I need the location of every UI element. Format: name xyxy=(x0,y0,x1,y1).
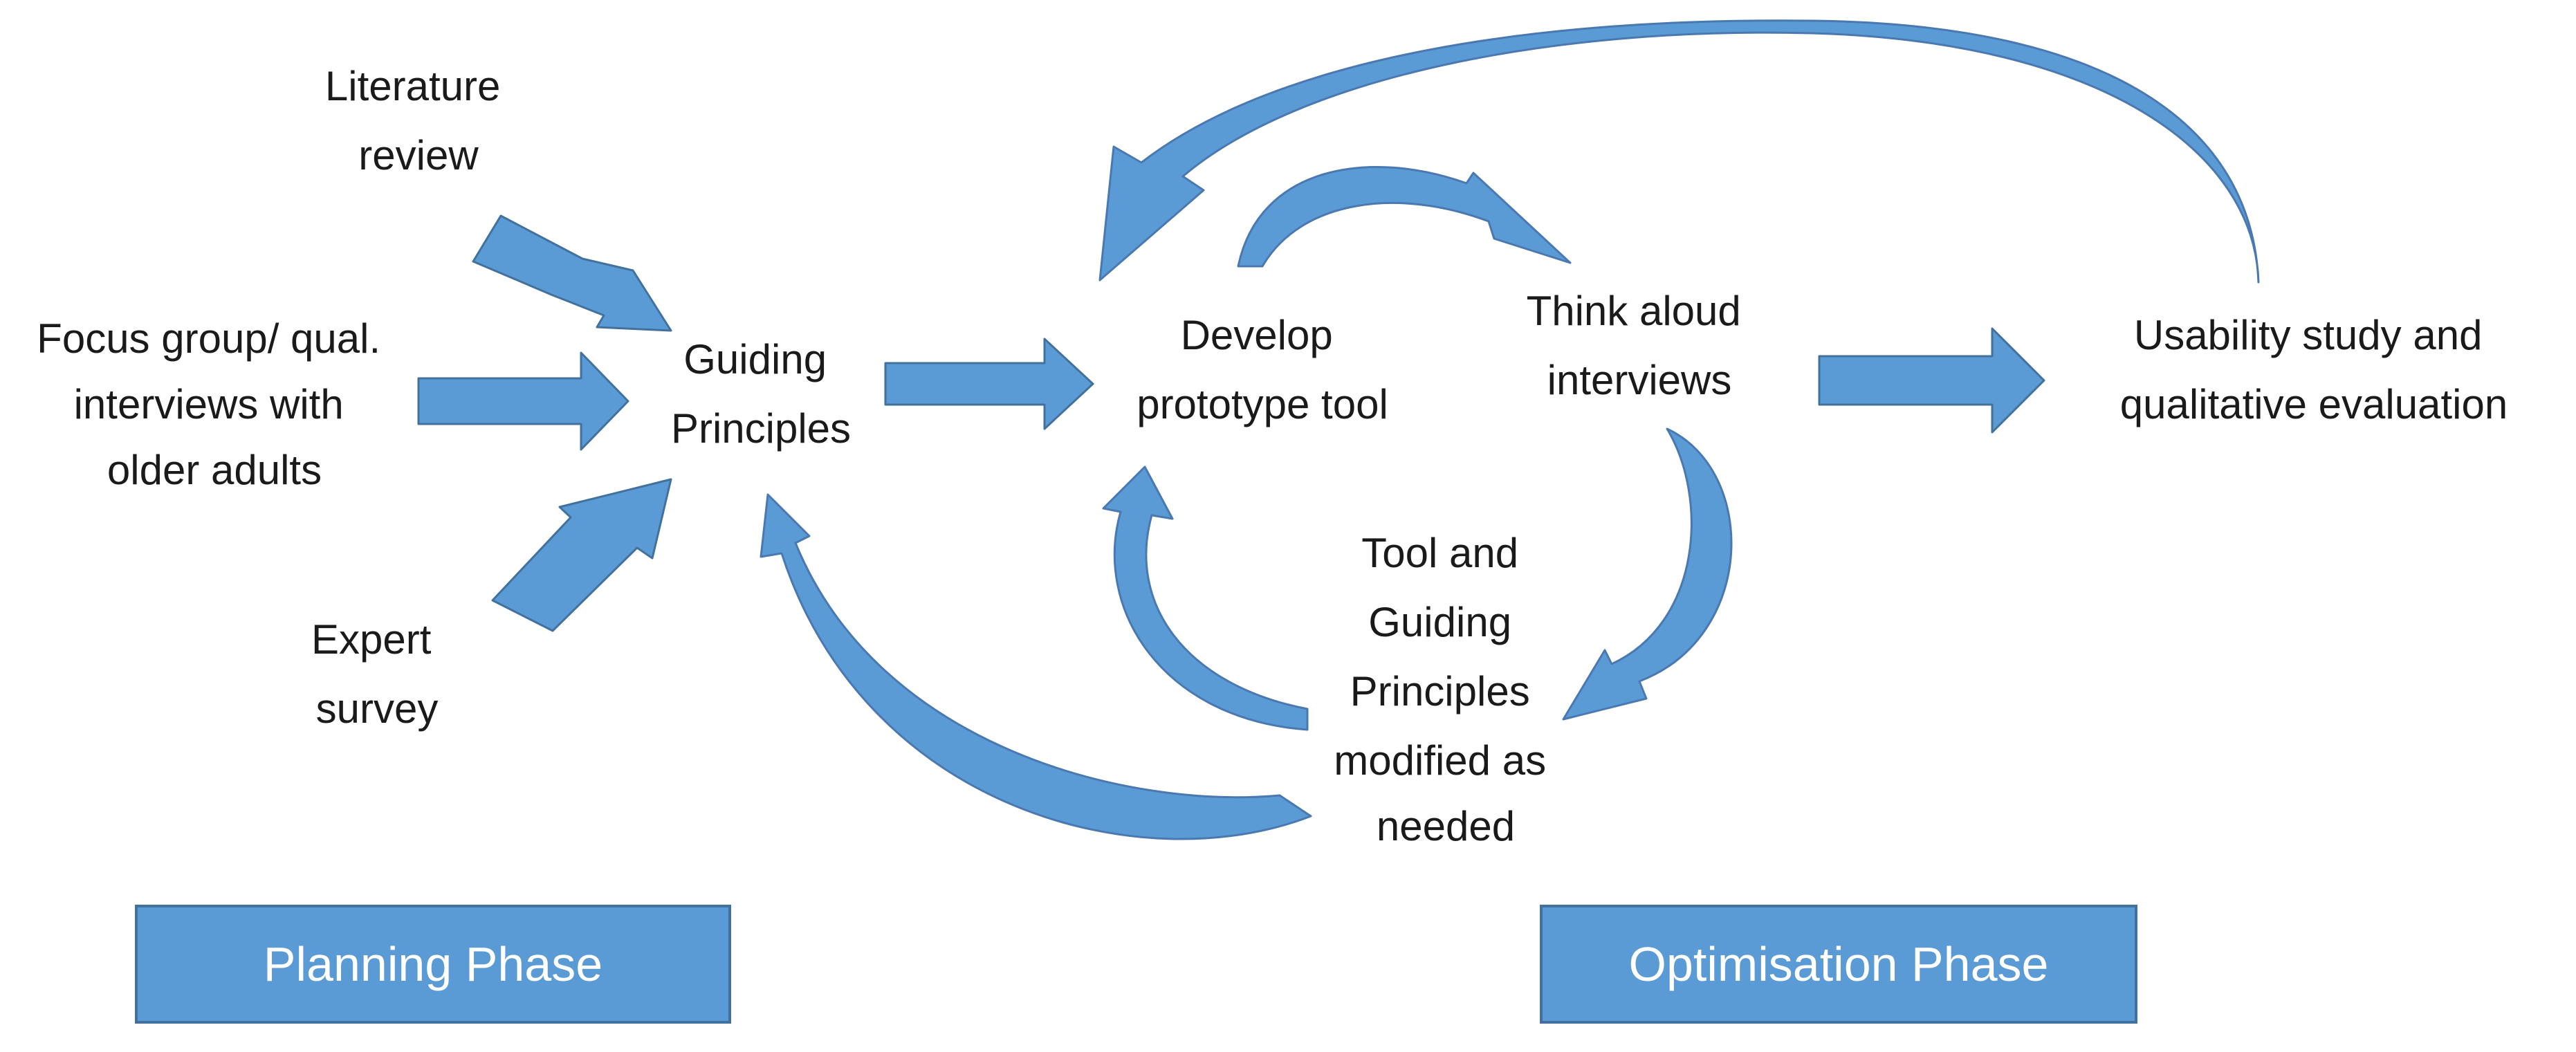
node-line: Develop xyxy=(1181,312,1333,358)
node-line: survey xyxy=(316,685,439,732)
node-line: older adults xyxy=(107,447,322,493)
node-expert-survey: Expert survey xyxy=(311,616,443,732)
node-guiding-principles: Guiding Principles xyxy=(671,336,851,452)
node-develop-prototype: Develop prototype tool xyxy=(1137,312,1388,427)
node-line: Think aloud xyxy=(1527,288,1741,334)
node-focus-group: Focus group/ qual. interviews with older… xyxy=(37,315,392,493)
optimisation-phase-box: Optimisation Phase xyxy=(1540,905,2137,1024)
straight-arrows xyxy=(417,214,2045,632)
node-usability-study: Usability study and qualitative evaluati… xyxy=(2120,312,2508,427)
planning-phase-box: Planning Phase xyxy=(135,905,731,1024)
node-line: modified as xyxy=(1334,737,1546,784)
arrow-literature-to-guiding xyxy=(472,214,672,332)
node-line: Principles xyxy=(1350,668,1530,714)
curved-arrows xyxy=(760,19,2260,840)
arc-tool-to-guiding xyxy=(760,493,1312,840)
node-line: qualitative evaluation xyxy=(2120,381,2508,427)
optimisation-phase-label: Optimisation Phase xyxy=(1629,937,2049,991)
node-line: Expert xyxy=(311,616,432,663)
arc-thinkaloud-to-tool xyxy=(1562,427,1733,721)
node-line: Focus group/ qual. xyxy=(37,315,380,362)
node-line: Usability study and xyxy=(2134,312,2483,358)
node-line: prototype tool xyxy=(1137,381,1388,427)
node-line: review xyxy=(358,132,479,178)
arrow-focus-to-guiding xyxy=(417,351,629,451)
node-line: interviews with xyxy=(74,381,344,427)
node-line: Principles xyxy=(671,405,851,452)
arc-usability-to-develop xyxy=(1098,19,2260,284)
node-line: Guiding xyxy=(1368,599,1511,645)
arrow-thinkaloud-to-usability xyxy=(1818,327,2045,434)
arrow-guiding-to-develop xyxy=(884,338,1094,430)
arrow-expert-to-guiding xyxy=(491,478,672,632)
node-line: interviews xyxy=(1547,357,1732,403)
arc-tool-to-develop xyxy=(1102,465,1309,731)
node-think-aloud: Think aloud interviews xyxy=(1527,288,1753,403)
node-tool-modified: Tool and Guiding Principles modified as … xyxy=(1334,530,1558,849)
planning-phase-label: Planning Phase xyxy=(264,937,602,991)
node-line: Tool and xyxy=(1361,530,1518,576)
arc-develop-to-thinkaloud xyxy=(1237,166,1572,268)
node-line: needed xyxy=(1377,803,1515,849)
node-line: Guiding xyxy=(683,336,827,382)
node-line: Literature xyxy=(325,63,500,109)
node-literature-review: Literature review xyxy=(325,63,512,178)
